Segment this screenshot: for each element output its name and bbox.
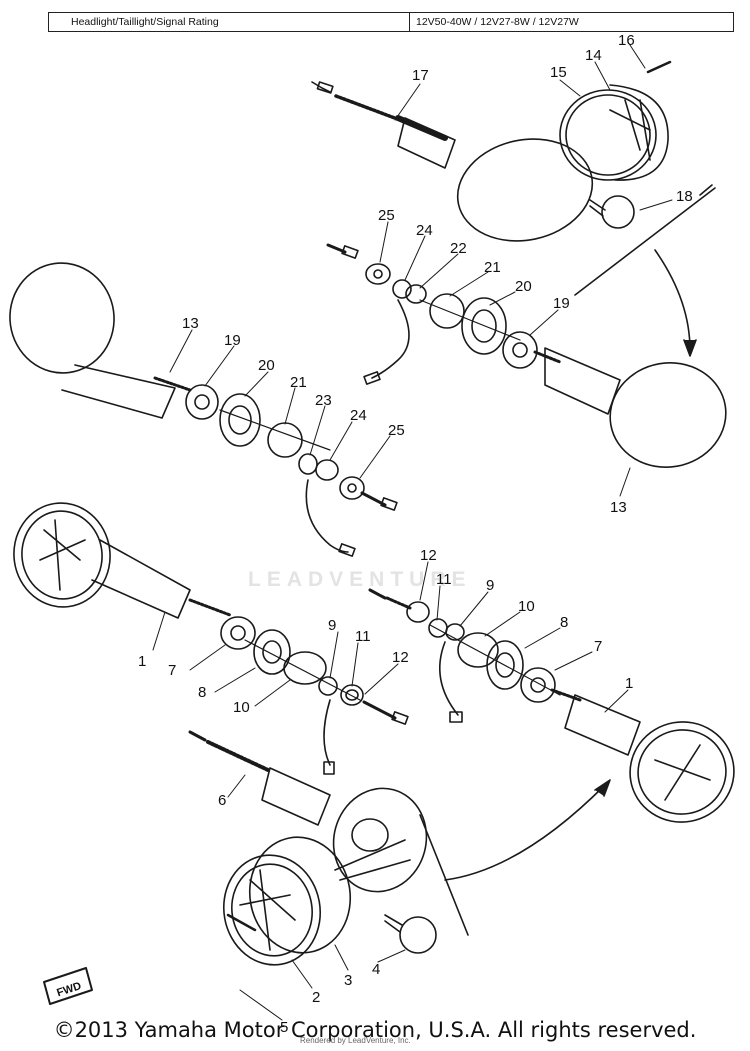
callout-8-left: 8 xyxy=(198,684,206,701)
callout-22: 22 xyxy=(450,240,467,257)
callout-24-lower: 24 xyxy=(350,407,367,424)
callout-2: 2 xyxy=(312,989,320,1006)
assembly-right-middle xyxy=(368,588,735,823)
copyright-notice: ©2013 Yamaha Motor Corporation, U.S.A. A… xyxy=(53,1018,697,1042)
callout-1-left: 1 xyxy=(138,653,146,670)
assembly-top-right xyxy=(311,60,716,357)
callout-16: 18 xyxy=(676,188,693,205)
callout-21-upper: 21 xyxy=(484,259,501,276)
callout-23: 23 xyxy=(315,392,332,409)
part-callouts: 17 14 15 16 18 25 24 22 21 20 19 13 19 2… xyxy=(138,32,693,1036)
assembly-left-top xyxy=(9,262,398,557)
callout-20-upper: 20 xyxy=(515,278,532,295)
callout-7-right: 7 xyxy=(594,638,602,655)
callout-12-right: 12 xyxy=(420,547,437,564)
leader-lines xyxy=(152,41,673,1021)
callout-13-left: 13 xyxy=(182,315,199,332)
callout-10-left: 10 xyxy=(233,699,250,716)
callout-12-left: 12 xyxy=(392,649,409,666)
rating-table: Headlight/Taillight/Signal Rating 12V50-… xyxy=(48,12,734,32)
callout-3: 3 xyxy=(344,972,352,989)
assembly-left-middle xyxy=(13,502,409,775)
callout-4: 4 xyxy=(372,961,380,978)
callout-10-right: 10 xyxy=(518,598,535,615)
callout-8-right: 8 xyxy=(560,614,568,631)
rating-table-label: Headlight/Taillight/Signal Rating xyxy=(49,13,410,31)
callout-6: 6 xyxy=(218,792,226,809)
rendered-by-note: Rendered by LeadVenture, Inc. xyxy=(300,1036,411,1045)
callout-5: 5 xyxy=(280,1019,288,1036)
callout-25-upper: 25 xyxy=(378,207,395,224)
callout-21-lower: 21 xyxy=(290,374,307,391)
callout-1-right: 1 xyxy=(625,675,633,692)
callout-9-left: 9 xyxy=(328,617,336,634)
callout-20-lower: 20 xyxy=(258,357,275,374)
callout-7-left: 7 xyxy=(168,662,176,679)
assembly-middle-right xyxy=(326,243,727,468)
callout-17: 16 xyxy=(618,32,635,49)
fwd-badge-text: FWD xyxy=(55,980,83,999)
rating-table-value: 12V50-40W / 12V27-8W / 12V27W xyxy=(416,16,579,28)
callout-13-right: 13 xyxy=(610,499,627,516)
callout-9-right: 9 xyxy=(486,577,494,594)
callout-15: 15 xyxy=(550,64,567,81)
callout-19-lower: 19 xyxy=(224,332,241,349)
assembly-lower-front xyxy=(188,730,611,966)
callout-24-upper: 24 xyxy=(416,222,433,239)
fwd-badge: FWD xyxy=(43,967,93,1005)
watermark-text: LEADVENTURE xyxy=(248,568,472,591)
callout-19-upper: 19 xyxy=(553,295,570,312)
callout-11-right: 11 xyxy=(436,571,452,588)
callout-11-left: 11 xyxy=(355,628,371,645)
callout-25-lower: 25 xyxy=(388,422,405,439)
callout-14: 14 xyxy=(585,47,602,64)
callout-18: 17 xyxy=(412,67,429,84)
